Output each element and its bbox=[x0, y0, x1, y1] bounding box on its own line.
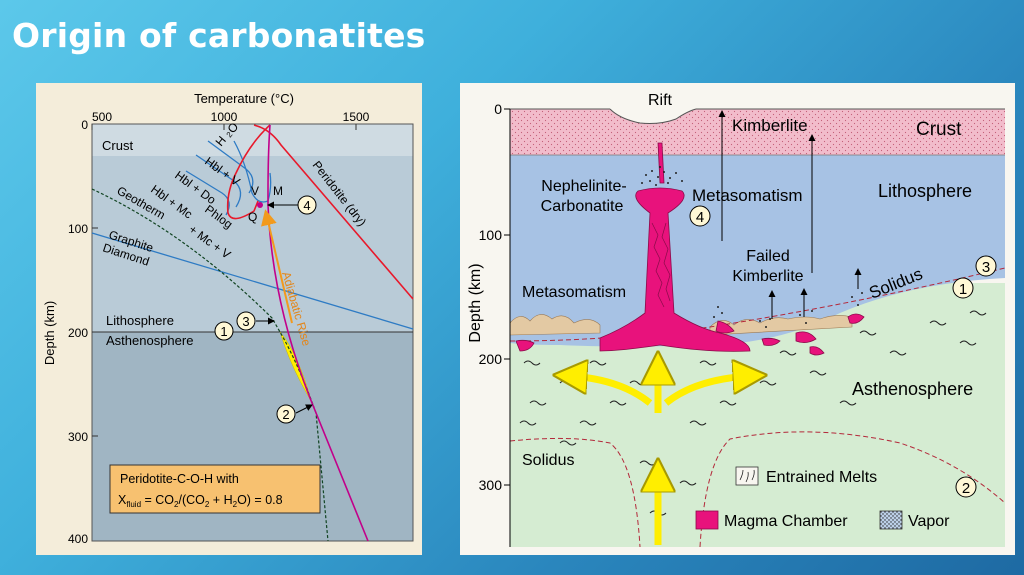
h2o-subscript: 2 bbox=[225, 130, 235, 140]
x-tick-1000: 1000 bbox=[211, 110, 238, 124]
y-tick-100: 100 bbox=[68, 222, 88, 236]
axis-ticks bbox=[91, 124, 357, 437]
conditions-box bbox=[109, 464, 321, 514]
y-tick-300: 300 bbox=[479, 477, 503, 493]
y-tick-100: 100 bbox=[479, 227, 503, 243]
x-axis-title: Temperature (°C) bbox=[194, 91, 294, 106]
mantle-flow-arrows bbox=[570, 368, 750, 545]
marker-1: 1 bbox=[214, 321, 234, 341]
vapor-dots-cluster bbox=[641, 166, 863, 328]
phase-diagram-panel: Temperature (°C) 500 1000 1500 0 100 200… bbox=[36, 83, 422, 555]
conditions-line1: Peridotite-C-O-H with bbox=[120, 472, 239, 486]
metasomatism-left-label: Metasomatism bbox=[522, 284, 626, 301]
svg-text:1: 1 bbox=[220, 324, 227, 339]
marker-1: 1 bbox=[952, 277, 974, 299]
y-tick-200: 200 bbox=[479, 351, 503, 367]
crust-region bbox=[510, 109, 1005, 155]
peridotite-dry-solidus bbox=[253, 124, 414, 300]
marker-2: 2 bbox=[276, 404, 296, 424]
y-tick-300: 300 bbox=[68, 430, 88, 444]
dike-fractures bbox=[651, 222, 671, 308]
solidus-lower-dashed bbox=[509, 431, 1006, 548]
svg-text:4: 4 bbox=[696, 209, 704, 226]
magma-chamber-swatch bbox=[695, 510, 719, 530]
x-tick-500: 500 bbox=[92, 110, 112, 124]
y-tick-0: 0 bbox=[494, 101, 502, 117]
y-ticks bbox=[504, 108, 510, 486]
carbonatite-label: Carbonatite bbox=[541, 198, 624, 215]
solidus-lower-label: Solidus bbox=[522, 452, 574, 469]
y-tick-400: 400 bbox=[68, 532, 88, 546]
failed-kimberlite-label: Kimberlite bbox=[732, 268, 803, 285]
crust-label: Crust bbox=[916, 119, 962, 140]
vapor-label: Vapor bbox=[908, 513, 950, 530]
metasomatic-zone-right bbox=[709, 315, 853, 336]
h2o-solidus bbox=[226, 124, 271, 220]
y-axis-title: Depth (km) bbox=[42, 301, 57, 365]
adiabatic-rise-arrow bbox=[261, 209, 293, 324]
metasomatic-zone-left bbox=[509, 314, 601, 336]
q-label: Q bbox=[248, 210, 257, 224]
svg-text:3: 3 bbox=[982, 259, 990, 276]
entrained-melts-swatch bbox=[735, 466, 759, 486]
marker2-arrow bbox=[295, 404, 313, 414]
lithosphere-label: Lithosphere bbox=[878, 181, 972, 201]
metasomatism-top-label: Metasomatism bbox=[692, 186, 803, 205]
entrained-melts-label: Entrained Melts bbox=[766, 469, 877, 486]
magma-chamber-system bbox=[515, 142, 865, 356]
vapor-swatch bbox=[879, 510, 903, 530]
rift-basin bbox=[609, 108, 697, 124]
y-tick-200: 200 bbox=[68, 326, 88, 340]
lithosphere-region bbox=[510, 155, 1005, 347]
failed-label: Failed bbox=[746, 248, 790, 265]
crust-label: Crust bbox=[102, 138, 133, 153]
marker-3: 3 bbox=[975, 255, 997, 277]
asthenosphere-label: Asthenosphere bbox=[852, 379, 973, 399]
svg-text:3: 3 bbox=[242, 314, 249, 329]
point-q bbox=[257, 202, 263, 208]
svg-text:2: 2 bbox=[962, 480, 970, 497]
svg-text:4: 4 bbox=[303, 198, 310, 213]
marker-4: 4 bbox=[689, 205, 711, 227]
y-axis-title: Depth (km) bbox=[467, 263, 484, 342]
crust-region bbox=[92, 124, 413, 156]
svg-text:2: 2 bbox=[282, 407, 289, 422]
marker-2: 2 bbox=[955, 476, 977, 498]
svg-text:1: 1 bbox=[959, 281, 967, 298]
m-label: M bbox=[273, 184, 283, 198]
slide-title: Origin of carbonatites bbox=[12, 16, 426, 55]
magma-chamber-label: Magma Chamber bbox=[724, 513, 848, 530]
asthenosphere-label: Asthenosphere bbox=[106, 333, 193, 348]
ascent-arrows bbox=[718, 110, 862, 319]
conditions-line2: Xfluid = CO2/(CO2 + H2O) = 0.8 bbox=[118, 493, 283, 509]
y-tick-0: 0 bbox=[81, 118, 88, 132]
marker-4: 4 bbox=[297, 195, 317, 215]
legend: Entrained Melts Magma Chamber Vapor bbox=[695, 466, 950, 530]
rift-label: Rift bbox=[648, 92, 673, 109]
lithosphere-label: Lithosphere bbox=[106, 313, 174, 328]
kimberlite-label: Kimberlite bbox=[732, 116, 808, 135]
nephelinite-label: Nephelinite- bbox=[541, 178, 626, 195]
geodynamic-cross-section-panel: 0 100 200 300 Depth (km) Rift Kimberlite… bbox=[460, 83, 1015, 555]
marker-3: 3 bbox=[236, 311, 256, 331]
v-label: V bbox=[251, 184, 259, 198]
x-tick-1500: 1500 bbox=[343, 110, 370, 124]
